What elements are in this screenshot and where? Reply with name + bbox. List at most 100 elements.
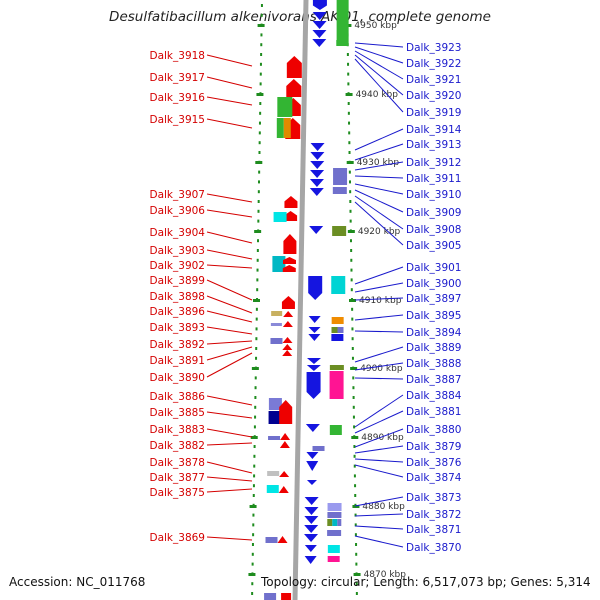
right-leader-line — [354, 464, 404, 478]
right-tick-dot — [352, 396, 355, 399]
left-leader-line — [206, 96, 253, 106]
reverse-gene-triangle — [312, 30, 327, 38]
right-leader-line — [354, 50, 404, 80]
right-gene-label: Dalk_3922 — [406, 58, 462, 70]
left-leader-line — [206, 54, 253, 67]
right-leader-line — [354, 46, 404, 64]
left-gene-label: Dalk_3903 — [150, 245, 206, 257]
left-tick-dot — [259, 82, 262, 86]
left-tick-dot — [253, 474, 256, 478]
left-major-tick — [254, 230, 262, 233]
forward-gene-triangle — [282, 350, 293, 356]
right-tick-dot — [349, 190, 352, 194]
forward-gene-triangle — [280, 433, 291, 440]
left-tick-dot — [253, 445, 256, 448]
left-leader-line — [206, 411, 253, 419]
right-gene-label: Dalk_3887 — [406, 374, 462, 386]
reverse-gene-triangle — [310, 161, 325, 169]
left-tick-dot — [254, 415, 257, 419]
left-gene-label: Dalk_3896 — [150, 306, 206, 318]
reverse-gene-box — [327, 503, 342, 511]
left-leader-line — [206, 264, 253, 269]
forward-gene-arrow — [282, 257, 296, 264]
right-gene-label: Dalk_3919 — [406, 107, 462, 119]
right-major-tick — [351, 436, 359, 439]
right-tick-dot — [351, 327, 354, 331]
left-tick-dot — [257, 239, 260, 243]
right-gene-label: Dalk_3910 — [406, 189, 462, 201]
map-title: Desulfatibacillum alkenivorans AK-01, co… — [109, 9, 491, 25]
right-gene-label: Dalk_3872 — [406, 509, 462, 521]
forward-gene-box — [281, 593, 292, 600]
forward-gene-triangle — [282, 344, 293, 350]
right-leader-line — [354, 362, 404, 371]
left-gene-label: Dalk_3886 — [150, 391, 206, 403]
forward-gene-box — [266, 485, 279, 493]
forward-gene-box — [271, 311, 283, 316]
right-tick-dot — [351, 337, 354, 341]
right-tick-dot — [348, 141, 351, 145]
reverse-gene-triangle — [309, 226, 324, 234]
reverse-gene-box — [332, 187, 347, 194]
left-leader-line — [206, 249, 253, 260]
forward-gene-arrow — [286, 56, 302, 78]
left-tick-dot — [252, 513, 255, 517]
right-tick-dot — [349, 239, 352, 243]
left-tick-dot — [255, 337, 258, 341]
backbone-line — [292, 0, 309, 600]
reverse-gene-box — [329, 425, 342, 435]
left-gene-label: Dalk_3890 — [150, 372, 206, 384]
right-gene-label: Dalk_3874 — [406, 472, 462, 484]
right-leader-line — [354, 346, 404, 363]
left-gene-label: Dalk_3878 — [150, 457, 206, 469]
reverse-gene-box — [331, 327, 338, 333]
right-gene-label: Dalk_3897 — [406, 293, 462, 305]
forward-gene-box — [265, 537, 278, 543]
right-tick-dot — [350, 268, 353, 272]
left-leader-line — [206, 76, 253, 89]
left-major-tick — [248, 573, 256, 576]
left-leader-line — [206, 476, 253, 482]
right-tick-dot — [348, 170, 351, 174]
right-tick-dot — [348, 151, 351, 154]
label-leaders — [206, 42, 404, 548]
left-gene-label: Dalk_3898 — [150, 291, 206, 303]
left-gene-label: Dalk_3893 — [150, 322, 206, 334]
right-gene-label: Dalk_3909 — [406, 207, 462, 219]
reverse-gene-box — [331, 317, 344, 324]
left-major-tick — [249, 505, 257, 508]
left-tick-dot — [255, 347, 258, 350]
reverse-gene-triangle — [308, 334, 321, 341]
reverse-gene-box — [331, 276, 346, 294]
left-leader-line — [206, 279, 253, 301]
left-tick-dot — [256, 278, 259, 282]
left-gene-label: Dalk_3917 — [150, 72, 206, 84]
left-leader-line — [206, 340, 253, 345]
forward-gene-box — [270, 323, 282, 326]
right-leader-line — [354, 143, 404, 161]
left-tick-dot — [259, 102, 262, 105]
right-tick-dot — [353, 464, 356, 468]
left-gene-label: Dalk_3877 — [150, 472, 206, 484]
left-leader-line — [206, 461, 253, 474]
right-tick-dot — [347, 72, 350, 76]
left-tick-dot — [257, 190, 260, 194]
left-tick-dot — [256, 249, 259, 252]
left-leader-line — [206, 193, 253, 203]
scale-label: 4890 kbp — [361, 433, 404, 443]
reverse-gene-box — [327, 545, 340, 553]
reverse-gene-box — [336, 0, 349, 45]
forward-gene-box — [273, 212, 287, 222]
left-leader-line — [206, 326, 253, 335]
right-gene-label: Dalk_3913 — [406, 139, 462, 151]
right-tick-dot — [354, 533, 357, 537]
forward-gene-arrow — [284, 196, 298, 208]
reverse-gene-box — [329, 371, 344, 399]
left-tick-dot — [255, 356, 258, 360]
right-tick-dot — [354, 484, 357, 488]
reverse-gene-box — [333, 168, 348, 185]
right-gene-label: Dalk_3912 — [406, 157, 462, 169]
right-major-tick — [349, 299, 356, 302]
right-tick-dot — [355, 543, 358, 546]
left-gene-label: Dalk_3899 — [150, 275, 206, 287]
